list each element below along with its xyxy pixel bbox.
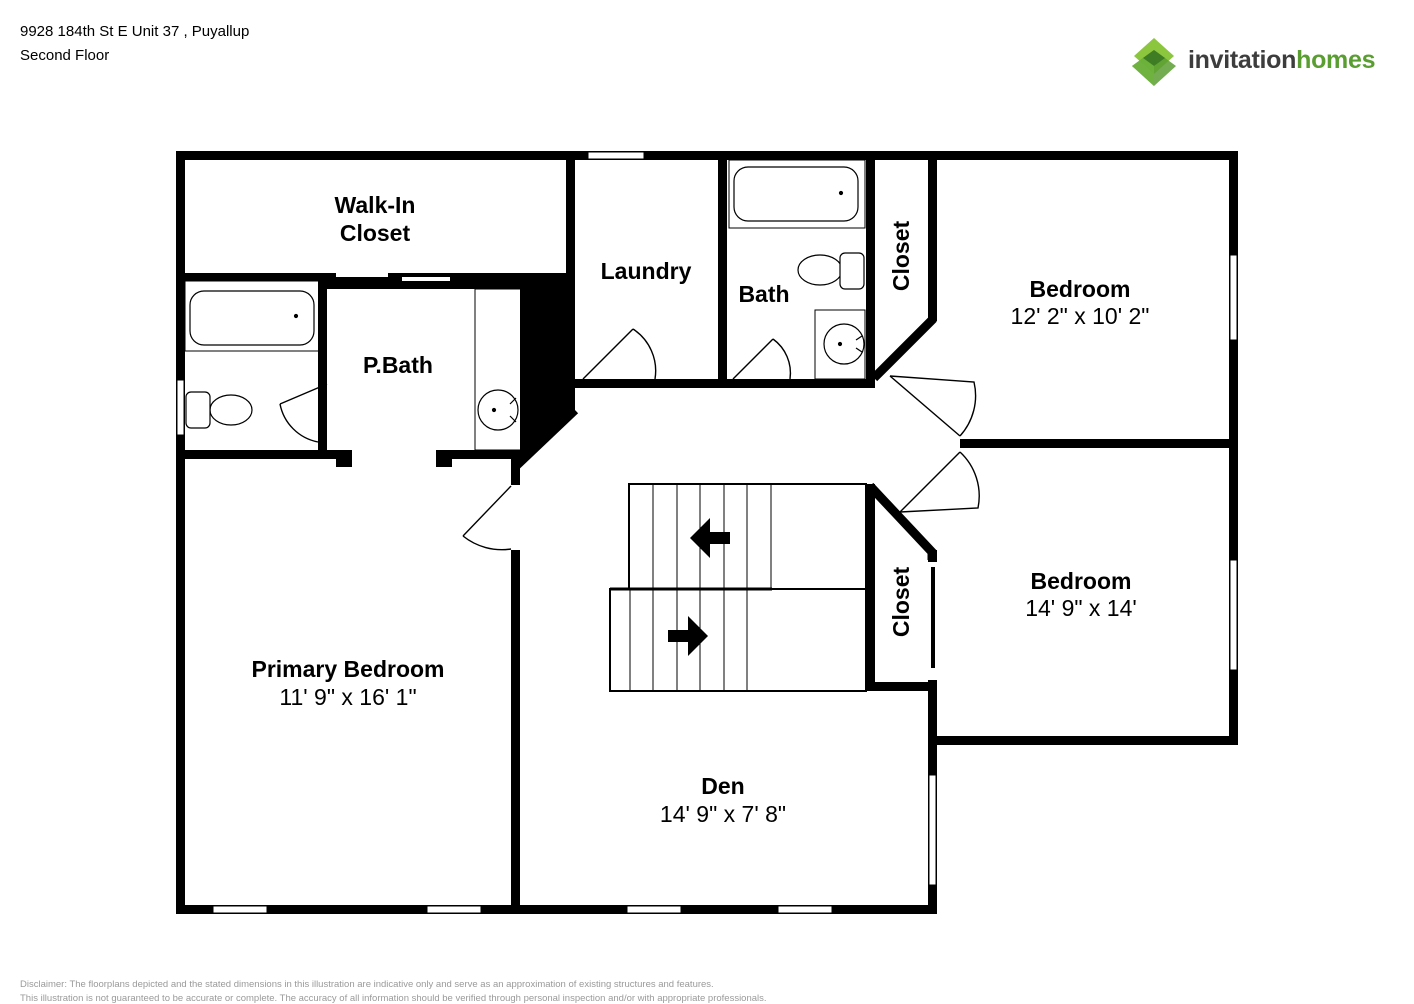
door-swings: [279, 328, 980, 551]
staircase: [609, 483, 867, 692]
den-label: Den: [701, 773, 744, 799]
windows: [176, 151, 1238, 914]
laundry-label: Laundry: [601, 258, 692, 284]
disclaimer-line-1: Disclaimer: The floorplans depicted and …: [20, 979, 714, 990]
logo-diamond-icon: [1132, 38, 1176, 86]
closet-bottom-label: Closet: [888, 567, 914, 638]
primary-bedroom-dimensions: 11' 9" x 16' 1": [279, 684, 416, 710]
floor-label: Second Floor: [20, 47, 110, 64]
bath-label: Bath: [738, 281, 789, 307]
arrow-right-icon: [668, 616, 708, 656]
walk-in-closet-label-2: Closet: [340, 220, 411, 246]
primary-bath-label: P.Bath: [363, 352, 433, 378]
diagonal-walls: [512, 316, 937, 560]
invitation-homes-logo: invitationhomes: [1128, 36, 1388, 92]
logo-word-homes: homes: [1296, 46, 1376, 74]
property-address: 9928 184th St E Unit 37 , Puyallup: [20, 23, 250, 40]
arrow-left-icon: [690, 518, 730, 558]
walk-in-closet-label-1: Walk-In: [335, 192, 416, 218]
bedroom1-label: Bedroom: [1030, 276, 1131, 302]
closet-top-label: Closet: [888, 221, 914, 292]
primary-bedroom-label: Primary Bedroom: [251, 656, 444, 682]
bedroom1-dimensions: 12' 2" x 10' 2": [1011, 303, 1150, 329]
fixtures: [184, 159, 935, 668]
logo-word-invitation: invitation: [1188, 46, 1297, 74]
walls: [176, 151, 1238, 914]
disclaimer-line-2: This illustration is not guaranteed to b…: [20, 993, 767, 1004]
den-dimensions: 14' 9" x 7' 8": [660, 801, 786, 827]
bedroom2-label: Bedroom: [1031, 568, 1132, 594]
bedroom2-dimensions: 14' 9" x 14': [1025, 595, 1137, 621]
